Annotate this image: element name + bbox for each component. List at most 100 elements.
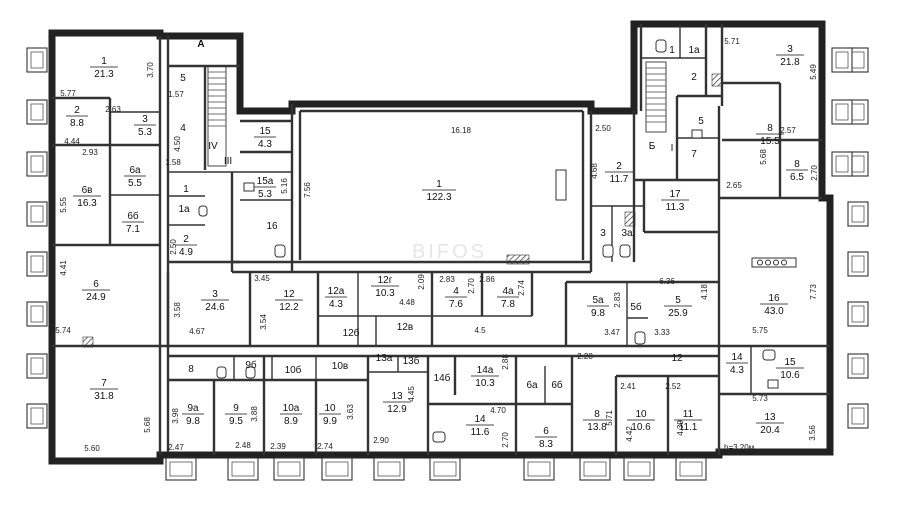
dimension-label: 5.77 <box>60 89 76 98</box>
room-label: I <box>671 143 674 154</box>
window <box>847 301 869 327</box>
dimension-label: 3.63 <box>346 404 355 420</box>
window <box>165 457 197 481</box>
room-label: 154.3 <box>254 126 276 150</box>
room-number: 13 <box>764 412 776 423</box>
dimension-label: 4.68 <box>590 163 599 179</box>
room-number: 2 <box>74 105 80 116</box>
room-area: 9.8 <box>591 308 605 319</box>
room-label: 144.3 <box>726 352 748 376</box>
window-frame <box>377 461 401 477</box>
mid-offices-walls <box>166 272 719 348</box>
window-frame <box>679 461 703 477</box>
room-area: 10.3 <box>475 378 495 389</box>
dimension-label: 2.50 <box>169 239 178 255</box>
room-area: 21.8 <box>780 57 800 68</box>
room-label: 321.8 <box>776 44 804 68</box>
window <box>26 403 48 429</box>
dimension-label: 5.60 <box>84 444 100 453</box>
room-area: 9.5 <box>229 416 243 427</box>
room-number: 6а <box>129 165 141 176</box>
dimension-label: 5.73 <box>752 394 768 403</box>
room-label: 86.5 <box>786 159 808 183</box>
room-area: 4.3 <box>258 139 272 150</box>
room-number: 12а <box>328 286 345 297</box>
room-number: 12 <box>283 289 295 300</box>
dimension-label: 1.57 <box>168 90 184 99</box>
window <box>26 251 48 277</box>
left-wing-walls <box>52 36 170 455</box>
room-label: 6а <box>526 380 538 391</box>
room-number: 4 <box>180 123 186 134</box>
room-number: 3 <box>600 228 606 239</box>
window <box>579 457 611 481</box>
room-label: 813.8 <box>583 409 611 433</box>
room-number: 9б <box>245 359 257 371</box>
window <box>26 151 48 177</box>
room-number: 6б <box>551 379 563 391</box>
room-label: 4а7.8 <box>497 286 519 310</box>
room-area: 5.5 <box>128 178 142 189</box>
room-area: 21.3 <box>94 69 114 80</box>
room-number: 4 <box>453 286 459 297</box>
dimension-label: 2.63 <box>105 105 121 114</box>
room-label: 1 <box>183 184 189 195</box>
window <box>26 99 48 125</box>
dimension-label: 2.74 <box>517 280 526 296</box>
window-frame <box>325 461 349 477</box>
room-label: 121.3 <box>90 56 118 80</box>
core-block-a <box>168 64 240 272</box>
dimension-label: 2.39 <box>270 442 286 451</box>
room-area: 10.3 <box>375 288 395 299</box>
window-frame <box>835 155 849 173</box>
dimension-label: 7.56 <box>303 182 312 198</box>
dimension-label: 5.68 <box>759 149 768 165</box>
toilet-fixtures <box>198 39 779 443</box>
room-label: 16 <box>266 221 278 232</box>
dimension-label: 3.45 <box>254 274 270 283</box>
room-area: 10.6 <box>631 422 651 433</box>
window <box>623 457 655 481</box>
windows <box>26 47 869 481</box>
room-area: 15.5 <box>760 136 780 147</box>
room-area: 16.3 <box>77 198 97 209</box>
dimension-label: 5.74 <box>55 326 71 335</box>
dimension-label: 2.83 <box>613 292 622 308</box>
radiator <box>751 257 797 268</box>
dimension-label: 2.93 <box>82 148 98 157</box>
room-number: 13а <box>376 353 393 364</box>
room-number: 12б <box>343 327 360 339</box>
window <box>373 457 405 481</box>
room-area: 8.3 <box>539 439 553 450</box>
dimension-label: 2.28 <box>577 352 593 361</box>
room-label: 68.3 <box>535 426 557 450</box>
room-number: III <box>224 156 232 167</box>
window <box>847 403 869 429</box>
section-letters: А <box>197 39 204 50</box>
window-frame <box>30 357 44 375</box>
central-walls <box>232 104 721 346</box>
dimension-label: 5.49 <box>809 64 818 80</box>
window <box>26 47 48 73</box>
window-frame <box>627 461 651 477</box>
room-label: 1а <box>178 204 190 215</box>
dimension-label: 2.70 <box>810 165 819 181</box>
dimension-label: 2.52 <box>665 382 681 391</box>
dimension-label: 3.54 <box>259 314 268 330</box>
room-label: 815.5 <box>756 123 784 147</box>
room-label: 3 <box>600 228 606 239</box>
dimension-label: 2.83 <box>439 275 455 284</box>
room-number: 3а <box>621 228 633 239</box>
dimension-label: 2.09 <box>417 274 426 290</box>
room-area: 31.8 <box>94 391 114 402</box>
window <box>26 301 48 327</box>
window-frame <box>30 205 44 223</box>
shaft-hatch <box>82 336 94 348</box>
room-label: 14б <box>434 372 451 384</box>
room-label: 5б <box>630 301 642 313</box>
room-area: 5.3 <box>258 189 272 200</box>
room-number: 5 <box>698 116 704 127</box>
dimension-label: 7.73 <box>809 284 818 300</box>
